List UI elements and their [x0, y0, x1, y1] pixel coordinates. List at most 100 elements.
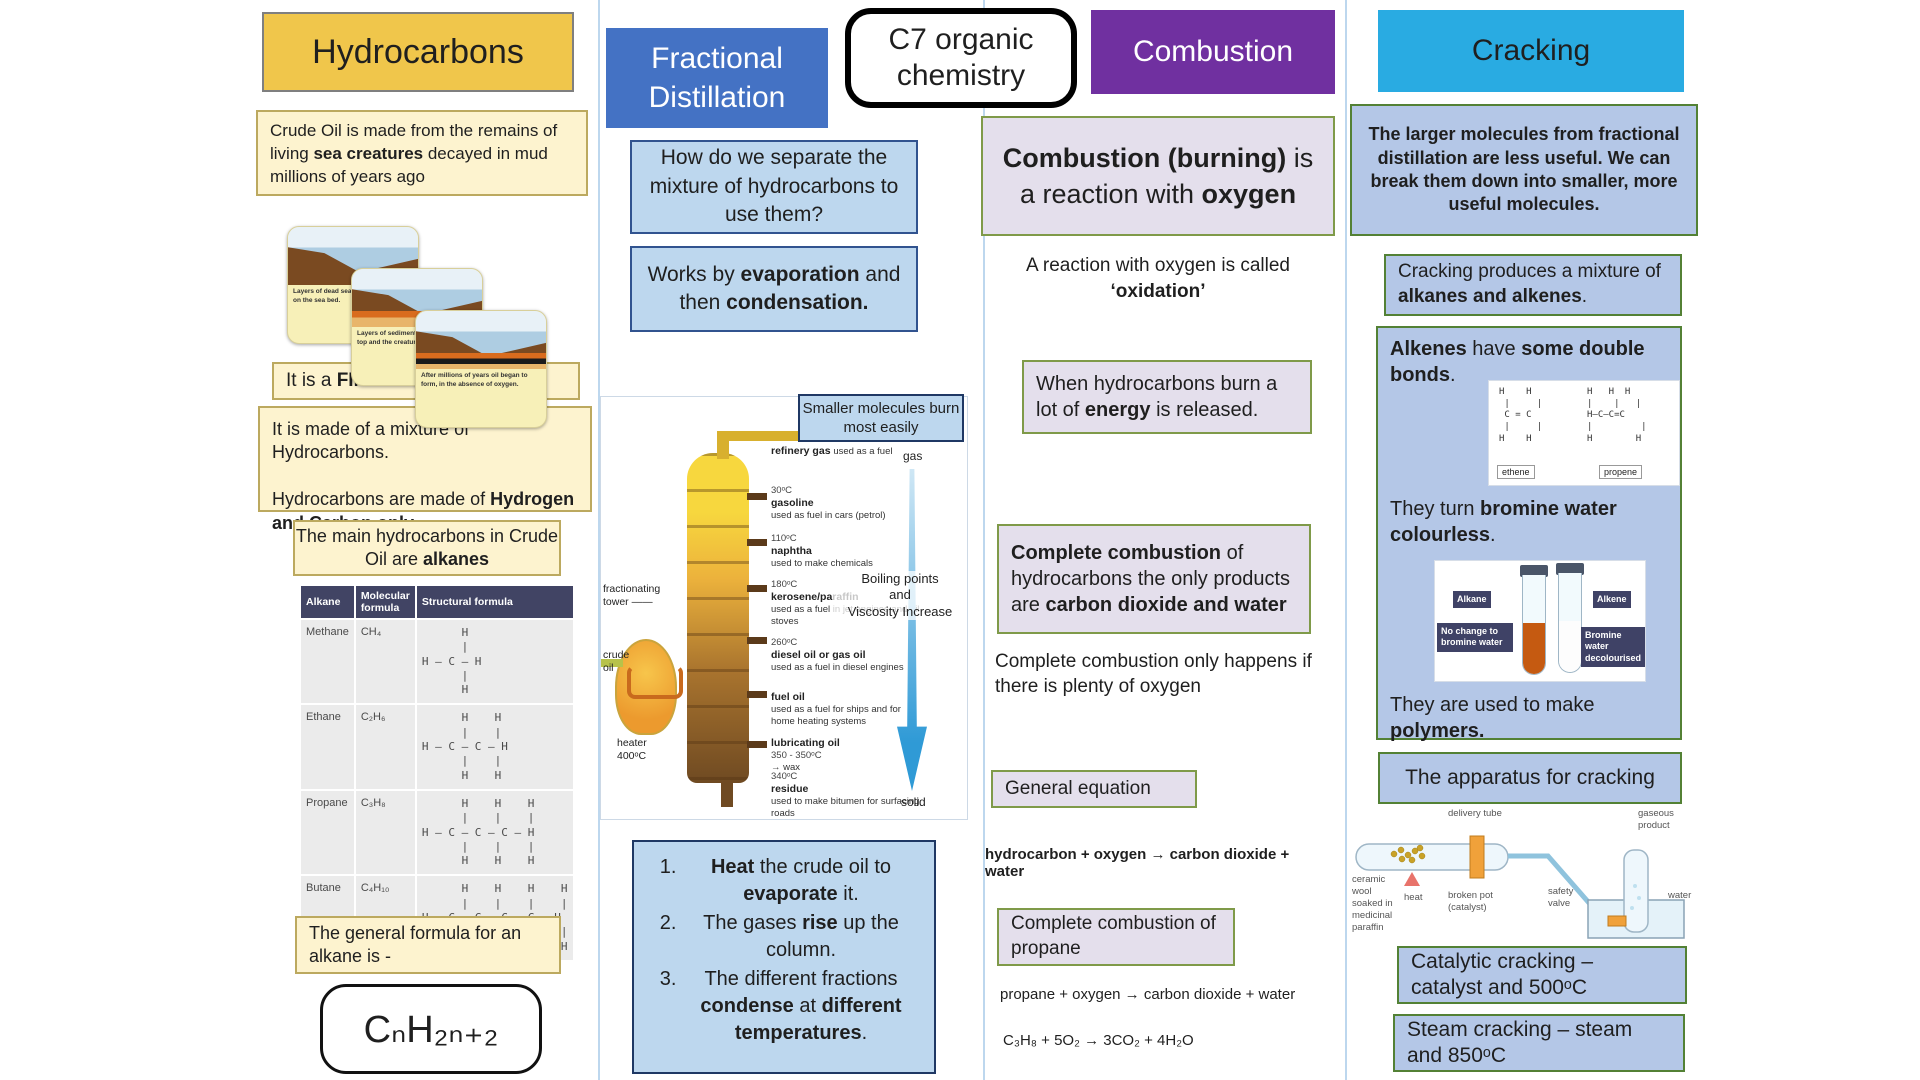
main-alkanes-text: The main hydrocarbons in Crude Oil are a… — [295, 525, 559, 569]
cracking-title-label: Cracking — [1471, 34, 1591, 67]
formation-caption-3: After millions of years oil began to for… — [421, 372, 528, 388]
alkene-test-tube-icon — [1558, 573, 1582, 673]
catalytic-cracking-note: Catalytic cracking –catalyst and 500ᵒC — [1397, 946, 1687, 1004]
heat-label: heat — [1404, 892, 1423, 903]
fraction-lubricating-oil: lubricating oil 350 - 350ᵒC → wax — [771, 737, 840, 773]
mixture-text: It is made of a mixture of Hydrocarbons.… — [272, 419, 575, 533]
molecular-formula: CH₄ — [355, 620, 415, 704]
general-formula-badge: CₙH₂ₙ₊₂ — [320, 984, 542, 1074]
heater-coil-icon — [627, 665, 683, 699]
outlet-stub — [747, 539, 767, 546]
general-equation-label: General equation — [1005, 778, 1151, 799]
alkanes-table-header-row: Alkane Molecular formula Structural form… — [301, 586, 573, 618]
oil-formed-illustration-icon — [416, 311, 546, 369]
fraction-diesel: 260ᵒC diesel oil or gas oil used as a fu… — [771, 637, 904, 673]
outlet-stub — [747, 637, 767, 644]
col-header-alkane: Alkane — [301, 586, 354, 618]
general-formula-value: CₙH₂ₙ₊₂ — [363, 1008, 499, 1051]
propene-structure: H H H| | |H—C—C=C| |H H — [1587, 387, 1647, 444]
bromine-water-text: They turn bromine water colourless. — [1390, 498, 1617, 546]
alkane-name: Propane — [301, 790, 354, 875]
alkane-chip: Alkane — [1453, 591, 1491, 609]
smaller-molecules-note: Smaller molecules burn most easily — [798, 394, 964, 442]
decolourised-chip: Bromine water decolourised — [1581, 627, 1645, 667]
combustion-title: Combustion — [1091, 10, 1335, 94]
no-change-chip: No change to bromine water — [1437, 623, 1513, 652]
fraction-residue: 340ᵒC residue used to make bitumen for s… — [771, 771, 920, 819]
step-2: The gases rise up the column. — [682, 910, 920, 964]
col-header-molecular-formula: Molecular formula — [355, 586, 415, 618]
complete-combustion-note: Complete combustion of hydrocarbons the … — [997, 524, 1311, 634]
column-divider — [1345, 0, 1347, 1080]
cracking-produces-text: Cracking produces a mixture of alkanes a… — [1398, 261, 1661, 307]
oxidation-text: A reaction with oxygen is called ‘oxidat… — [1025, 255, 1291, 302]
propane-combustion-note: Complete combustion of propane — [997, 908, 1235, 966]
alkenes-note: Alkenes have some double bonds. H H | | … — [1376, 326, 1682, 742]
fraction-gasoline: 30ᵒC gasoline used as fuel in cars (petr… — [771, 485, 886, 521]
alkane-name: Methane — [301, 620, 354, 704]
catalytic-cracking-text: Catalytic cracking –catalyst and 500ᵒC — [1411, 949, 1594, 999]
step-3: The different fractions condense at diff… — [682, 966, 920, 1047]
gas-label: gas — [903, 449, 923, 463]
energy-note: When hydrocarbons burn a lot of energy i… — [1022, 360, 1312, 434]
structural-formula: H H H | | |H — C — C — C — H | | | H H H — [416, 790, 573, 875]
combustion-title-label: Combustion — [1132, 35, 1294, 68]
polymers-text: They are used to make polymers. — [1390, 694, 1595, 742]
crude-oil-pipe — [601, 659, 623, 667]
fraction-refinery-gas: refinery gas used as a fuel — [771, 445, 893, 457]
oxidation-note: A reaction with oxygen is called ‘oxidat… — [990, 250, 1326, 308]
works-by-text: Works by evaporation and then condensati… — [647, 262, 901, 314]
main-alkanes-note: The main hydrocarbons in Crude Oil are a… — [293, 520, 561, 576]
structural-formula: H |H — C — H | H — [416, 620, 573, 704]
alkanes-table: Alkane Molecular formula Structural form… — [299, 584, 575, 962]
apparatus-title-text: The apparatus for cracking — [1405, 766, 1655, 789]
residue-pipe — [721, 783, 733, 807]
outlet-stub — [747, 585, 767, 592]
formation-card-3: After millions of years oil began to for… — [415, 310, 547, 428]
propane-combustion-label: Complete combustion of propane — [1011, 913, 1216, 959]
works-by-note: Works by evaporation and then condensati… — [630, 246, 918, 332]
delivery-tube-label: delivery tube — [1448, 808, 1502, 819]
combustion-definition-note: Combustion (burning) is a reaction with … — [981, 116, 1335, 236]
bromine-test-illustration: Alkane Alkene No change to bromine water… — [1434, 560, 1646, 682]
crude-oil-heater-icon — [615, 639, 677, 735]
fraction-fuel-oil: fuel oil used as a fuel for ships and fo… — [771, 691, 901, 727]
complete-combustion-text: Complete combustion of hydrocarbons the … — [1011, 542, 1291, 616]
propane-word-equation: propane + oxygen → carbon dioxide + wate… — [1000, 986, 1296, 1003]
propane-symbol-equation: C₃H₈ + 5O₂ → 3CO₂ + 4H₂O — [1003, 1032, 1194, 1049]
oil-formation-illustration: Layers of dead sea creatures formed on t… — [287, 226, 567, 430]
fraction-naphtha: 110ᵒC naphtha used to make chemicals — [771, 533, 873, 569]
cracking-intro-note: The larger molecules from fractional dis… — [1350, 104, 1698, 236]
step-1: Heat the crude oil to evaporate it. — [682, 854, 920, 908]
crude-oil-note: Crude Oil is made from the remains of li… — [256, 110, 588, 196]
combustion-definition-text: Combustion (burning) is a reaction with … — [1002, 142, 1314, 209]
hydrocarbons-title: Hydrocarbons — [262, 12, 574, 92]
alkenes-bonds-text: Alkenes have some double bonds. — [1390, 338, 1645, 386]
general-formula-note: The general formula for an alkane is - — [295, 916, 561, 974]
formation-caption-1: Layers of dead sea creatures formed on t… — [293, 288, 407, 304]
solid-label: solid — [901, 795, 926, 809]
molecular-formula: C₂H₆ — [355, 705, 415, 789]
smaller-molecules-text: Smaller molecules burn most easily — [802, 399, 960, 437]
column-divider — [983, 0, 985, 1080]
separate-question-note: How do we separate the mixture of hydroc… — [630, 140, 918, 234]
water-label: water — [1668, 890, 1692, 901]
test-tube-cap-icon — [1520, 565, 1548, 577]
column-divider — [598, 0, 600, 1080]
structural-formula: H H | |H — C — C — H | | H H — [416, 705, 573, 789]
general-equation-note: General equation — [991, 770, 1197, 808]
table-row: Ethane C₂H₆ H H | |H — C — C — H | | H H — [301, 705, 573, 789]
outlet-stub — [747, 741, 767, 748]
crude-oil-text: Crude Oil is made from the remains of li… — [270, 121, 558, 186]
